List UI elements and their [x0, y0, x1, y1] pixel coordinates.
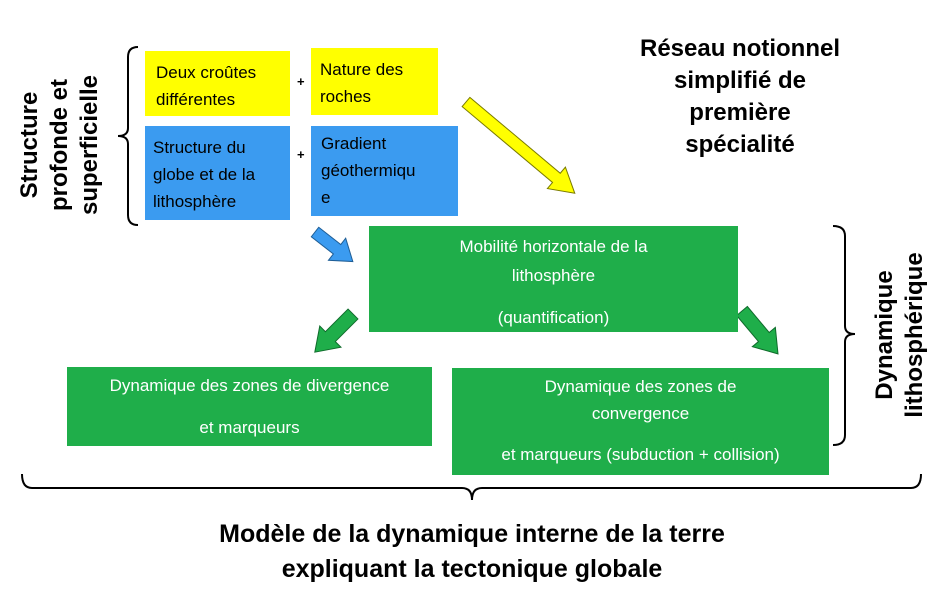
box-text: Mobilité horizontale de la	[459, 237, 648, 256]
box-text: convergence	[591, 404, 690, 423]
blue-arrow	[310, 226, 354, 263]
label-line: lithosphérique	[901, 252, 928, 418]
box-text: différentes	[156, 90, 236, 109]
left-vertical-label: Structure profonde et superficielle	[15, 45, 105, 245]
box-structure-globe: Structure du globe et de la lithosphère	[145, 126, 290, 220]
box-convergence: Dynamique des zones de convergence et ma…	[452, 368, 829, 475]
box-text: Deux croûtes	[156, 63, 257, 82]
title-line: expliquant la tectonique globale	[281, 555, 663, 583]
box-gradient: Gradient géothermiqu e	[311, 126, 458, 216]
reseau-title: Réseau notionnel simplifié de première s…	[600, 33, 880, 161]
box-text: Nature des	[320, 60, 404, 79]
label-line: profonde et	[46, 79, 73, 211]
box-mobilite: Mobilité horizontale de la lithosphère (…	[369, 226, 738, 332]
box-text: et marqueurs	[199, 418, 300, 437]
box-text: Dynamique des zones de divergence	[109, 376, 390, 395]
label-line: Dynamique	[871, 270, 898, 400]
green-arrow-right	[735, 305, 779, 355]
box-nature-roches: Nature des roches	[311, 48, 438, 115]
title-line: Réseau notionnel	[639, 35, 841, 62]
box-text: Gradient	[321, 134, 387, 153]
box-text: roches	[320, 87, 372, 106]
box-text: lithosphère	[511, 266, 596, 285]
box-text: lithosphère	[153, 192, 237, 211]
title-line: première	[689, 99, 791, 126]
title-line: simplifié de	[673, 67, 807, 94]
title-line: spécialité	[685, 131, 795, 158]
box-divergence: Dynamique des zones de divergence et mar…	[67, 367, 432, 446]
box-text: Dynamique des zones de	[544, 377, 737, 396]
right-vertical-label: Dynamique lithosphérique	[870, 245, 930, 425]
green-arrow-left	[314, 308, 359, 353]
label-line: Structure	[16, 91, 43, 199]
box-text: Structure du	[153, 138, 246, 157]
box-text: et marqueurs (subduction + collision)	[501, 445, 780, 464]
bottom-title: Modèle de la dynamique interne de la ter…	[0, 517, 944, 587]
box-text: e	[321, 188, 331, 207]
left-brace	[117, 46, 139, 226]
right-brace	[832, 225, 856, 446]
yellow-arrow	[461, 96, 576, 194]
box-deux-croutes: Deux croûtes différentes	[145, 51, 290, 116]
title-line: Modèle de la dynamique interne de la ter…	[219, 520, 725, 548]
plus-sign: +	[297, 147, 305, 162]
box-text: globe et de la	[153, 165, 256, 184]
plus-sign: +	[297, 74, 305, 89]
box-text: géothermiqu	[321, 161, 416, 180]
bottom-brace	[21, 473, 922, 501]
box-text: (quantification)	[497, 308, 610, 327]
label-line: superficielle	[76, 74, 103, 216]
